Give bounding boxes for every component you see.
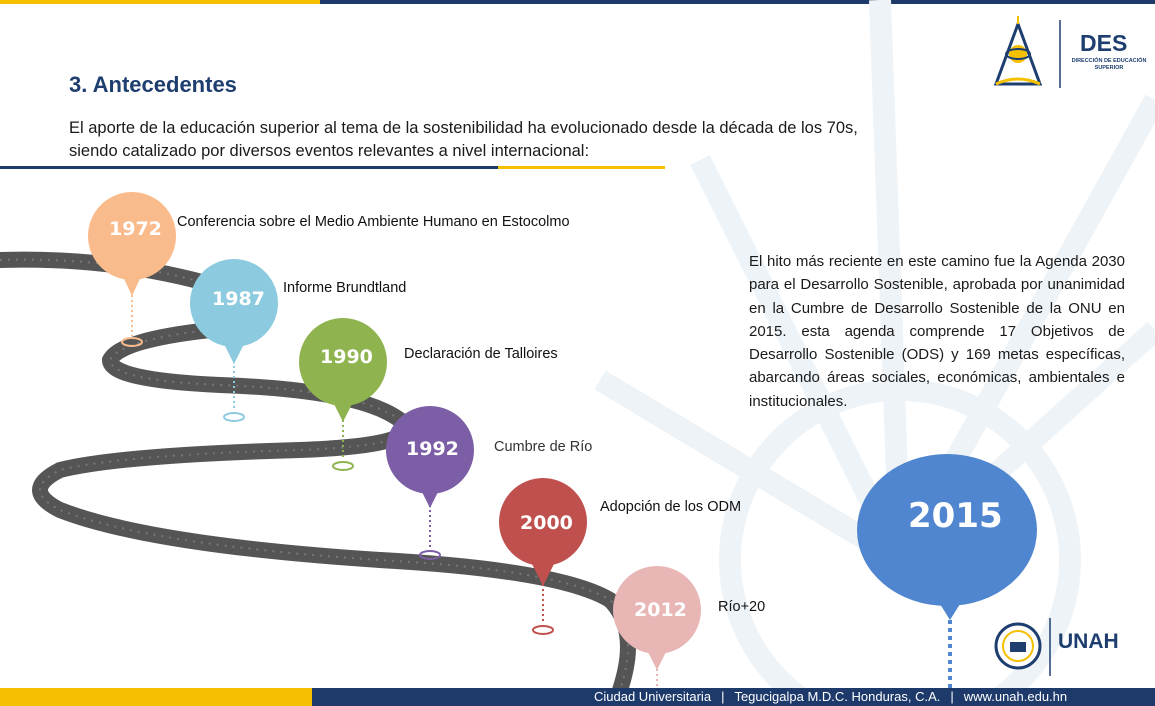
year-1972: 1972 xyxy=(109,218,162,240)
des-logo-subtitle: DIRECCIÓN DE EDUCACIÓN SUPERIOR xyxy=(1071,58,1147,71)
footer-accent-gold xyxy=(0,688,312,706)
footer-info: Ciudad Universitaria|Tegucigalpa M.D.C. … xyxy=(594,689,1068,704)
footer-location: Ciudad Universitaria xyxy=(594,689,712,704)
year-1987: 1987 xyxy=(212,288,265,310)
marker-1990 xyxy=(299,318,387,471)
intro-paragraph: El aporte de la educación superior al te… xyxy=(69,117,1029,163)
unah-logo-text: UNAH xyxy=(1058,630,1119,653)
year-1992: 1992 xyxy=(406,438,459,460)
footer-website[interactable]: www.unah.edu.hn xyxy=(963,689,1068,704)
agenda-2030-paragraph: El hito más reciente en este camino fue … xyxy=(749,253,1125,410)
year-2012: 2012 xyxy=(634,599,687,621)
year-2000: 2000 xyxy=(520,512,573,534)
des-logo-text: DES xyxy=(1080,30,1128,56)
top-accent-gold xyxy=(0,0,320,4)
divider-blue xyxy=(0,166,498,169)
year-1990: 1990 xyxy=(320,346,373,368)
unah-logo xyxy=(994,618,1051,676)
event-label-2000: Adopción de los ODM xyxy=(600,499,742,515)
des-logo xyxy=(993,16,1061,88)
top-accent-blue xyxy=(320,0,1155,4)
event-label-1972: Conferencia sobre el Medio Ambiente Huma… xyxy=(177,214,570,230)
event-label-1987: Informe Brundtland xyxy=(283,280,407,296)
divider-gold xyxy=(498,166,665,169)
marker-1992 xyxy=(386,406,474,560)
intro-line-2: siendo catalizado por diversos eventos r… xyxy=(69,142,590,160)
footer-bar xyxy=(312,688,1155,706)
section-title: 3. Antecedentes xyxy=(69,72,237,97)
event-label-1990: Declaración de Talloires xyxy=(404,346,558,362)
event-label-2012: Río+20 xyxy=(718,599,766,615)
marker-2015 xyxy=(857,454,1037,688)
marker-1972 xyxy=(88,192,176,347)
marker-2000 xyxy=(499,478,587,635)
footer-city: Tegucigalpa M.D.C. Honduras, C.A. xyxy=(734,689,941,704)
event-label-1992: Cumbre de Río xyxy=(494,439,593,455)
year-2015: 2015 xyxy=(908,496,1003,536)
intro-line-1: El aporte de la educación superior al te… xyxy=(69,119,858,137)
marker-2012 xyxy=(613,566,701,688)
marker-1987 xyxy=(190,259,278,422)
